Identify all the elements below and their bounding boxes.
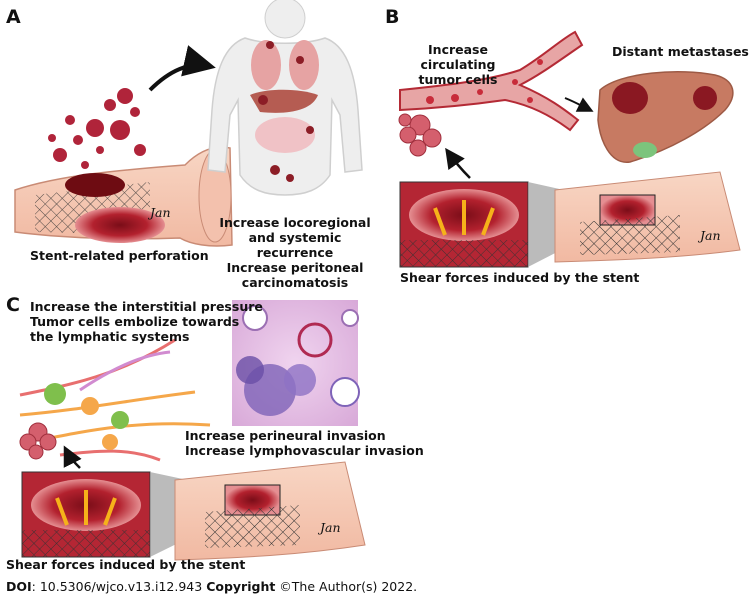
doi-footer: DOI: 10.5306/wjco.v13.i12.943 Copyright … bbox=[6, 579, 417, 594]
gallbladder bbox=[633, 142, 657, 158]
label-embolize-line2: the lymphatic systems bbox=[30, 329, 190, 344]
metastasis-small bbox=[693, 86, 717, 110]
copyright-value: ©The Author(s) 2022. bbox=[275, 579, 418, 594]
intestines bbox=[255, 117, 315, 153]
shear-arrows-c bbox=[55, 490, 117, 526]
shear-arrows-b bbox=[433, 200, 495, 236]
metastasis-large bbox=[612, 82, 648, 114]
blood-vessel bbox=[399, 30, 584, 132]
signature-c: Jan bbox=[320, 520, 341, 535]
label-stent-perforation: Stent-related perforation bbox=[30, 248, 209, 263]
scattered-tumor-cells bbox=[48, 88, 146, 169]
doi-label: DOI bbox=[6, 579, 32, 594]
label-embolize: Tumor cells embolize towards the lymphat… bbox=[30, 314, 239, 344]
panel-a bbox=[14, 0, 363, 247]
label-perineural: Increase perineural invasion bbox=[185, 428, 386, 443]
label-metastases: Distant metastases bbox=[612, 44, 749, 59]
panel-c-letter: C bbox=[6, 294, 20, 316]
lymphatic-vessels bbox=[19, 338, 211, 462]
tumor bbox=[75, 207, 165, 243]
arrow-to-body bbox=[148, 45, 216, 92]
label-lymphovascular: Increase lymphovascular invasion bbox=[185, 443, 424, 458]
panel-a-letter: A bbox=[6, 6, 21, 28]
label-recurrence-line3: Increase peritoneal bbox=[226, 260, 364, 275]
label-ctc-line2: tumor cells bbox=[418, 72, 498, 87]
panel-c bbox=[19, 300, 366, 561]
label-recurrence: Increase locoregional and systemic recur… bbox=[215, 215, 375, 290]
signature-a: Jan bbox=[150, 205, 171, 220]
metastatic-liver bbox=[597, 71, 734, 163]
arrow-up-b bbox=[445, 147, 471, 179]
panel-b-letter: B bbox=[385, 6, 400, 28]
liver bbox=[250, 89, 318, 113]
label-ctc-line1: Increase circulating bbox=[420, 42, 496, 72]
panel-b bbox=[398, 30, 741, 268]
circulating-cells bbox=[426, 59, 543, 104]
label-recurrence-line1: Increase locoregional bbox=[219, 215, 371, 230]
label-recurrence-line4: carcinomatosis bbox=[241, 275, 349, 290]
arrow-to-liver bbox=[564, 97, 594, 112]
lymph-nodes bbox=[44, 383, 129, 450]
arrow-up-c bbox=[63, 445, 82, 469]
tumor-cell-cluster-c bbox=[19, 422, 57, 460]
histology-cells bbox=[236, 305, 360, 416]
label-recurrence-line2: and systemic recurrence bbox=[248, 230, 342, 260]
label-ctc: Increase circulating tumor cells bbox=[398, 42, 518, 87]
copyright-label: Copyright bbox=[206, 579, 276, 594]
label-interstitial: Increase the interstitial pressure bbox=[30, 299, 263, 314]
tumor-cell-cluster bbox=[398, 113, 442, 157]
lung-right bbox=[289, 40, 319, 90]
doi-value: : 10.5306/wjco.v13.i12.943 bbox=[31, 579, 207, 594]
lung-left bbox=[251, 40, 281, 90]
body-silhouette bbox=[207, 0, 363, 196]
label-shear-c: Shear forces induced by the stent bbox=[6, 557, 246, 572]
label-shear-b: Shear forces induced by the stent bbox=[400, 270, 640, 285]
signature-b: Jan bbox=[700, 228, 721, 243]
label-embolize-line1: Tumor cells embolize towards bbox=[30, 314, 240, 329]
perforation bbox=[65, 173, 125, 197]
